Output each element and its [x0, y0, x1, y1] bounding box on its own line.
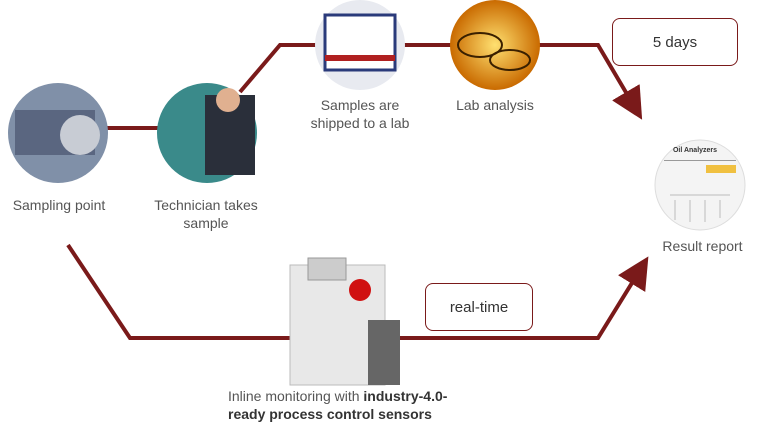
sampling-point-image: [8, 83, 108, 183]
label-sampling-point: Sampling point: [12, 197, 106, 213]
inline-sensor-device: [289, 257, 400, 386]
label-inline-monitoring: Inline monitoring with industry-4.0- read…: [228, 387, 488, 423]
label-shipped-line1: Samples are: [320, 97, 400, 113]
callout-real-time: real-time: [425, 283, 533, 331]
label-inline-line1b: industry-4.0-: [363, 388, 448, 404]
report-logo: Oil Analyzers: [673, 147, 717, 154]
result-report-image: [654, 139, 746, 231]
callout-5-days: 5 days: [612, 18, 738, 66]
label-result-report: Result report: [662, 238, 743, 254]
label-shipped-line2: shipped to a lab: [310, 115, 410, 131]
label-lab-analysis: Lab analysis: [456, 97, 534, 113]
label-inline-line2: ready process control sensors: [228, 406, 432, 422]
label-technician: Technician takes sample: [140, 196, 272, 232]
technician-image: [157, 83, 257, 183]
lab-analysis-image: [450, 0, 540, 90]
lab-route-line: [105, 43, 643, 130]
label-technician-line2: sample: [183, 215, 229, 231]
label-technician-line1: Technician takes: [154, 197, 258, 213]
shipping-box-image: [315, 0, 405, 90]
label-shipped: Samples are shipped to a lab: [300, 96, 420, 132]
label-inline-line1a: Inline monitoring with: [228, 388, 364, 404]
